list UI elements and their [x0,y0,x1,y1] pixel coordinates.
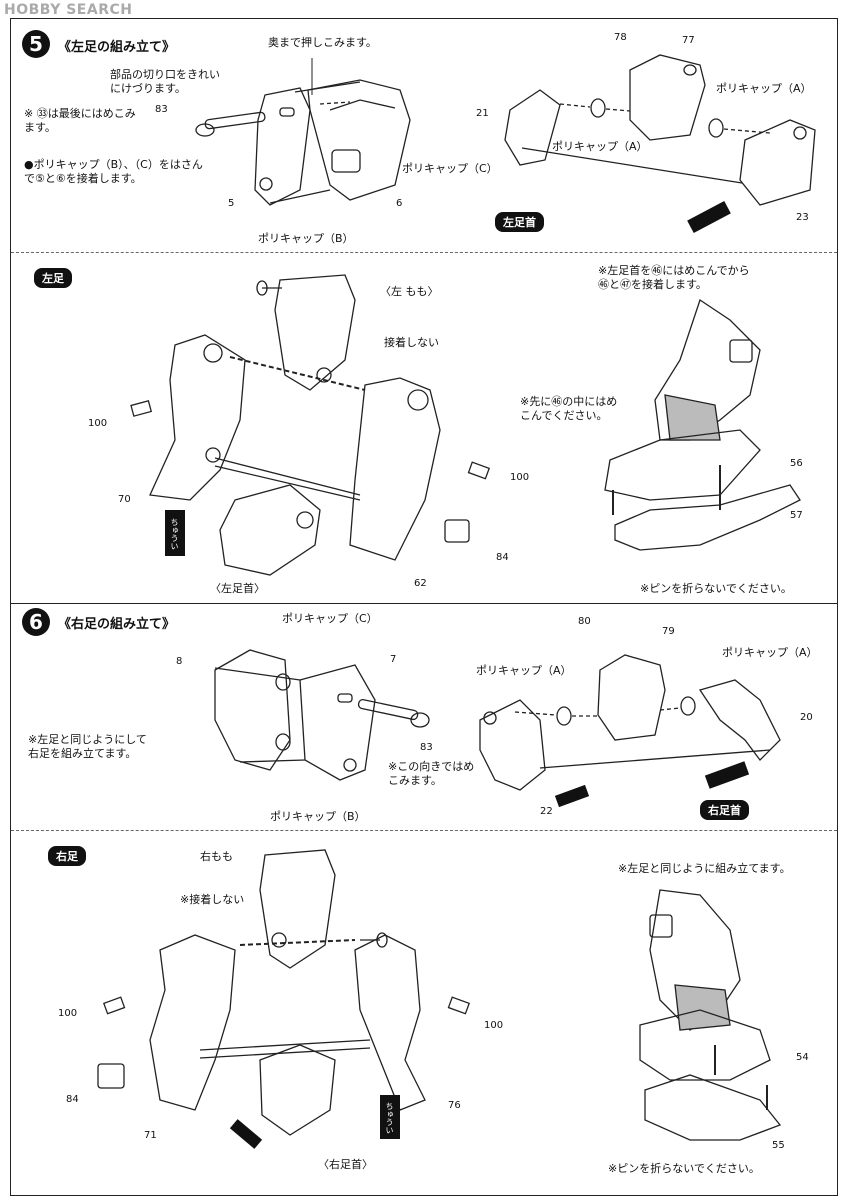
label-polycap-b: ポリキャップ（B） [270,810,366,823]
left-foot-illustration [604,298,801,551]
note-same-as-left: ※左足と同じようにして 右足を組み立てます。 [28,733,147,760]
part-number: 71 [144,1130,157,1141]
badge-right-ankle: 右足首 [700,800,749,820]
step-number: 6 [22,608,50,636]
part-number: 5 [228,198,235,209]
part-8-leg-half-illustration [214,649,291,771]
note-same-assembly: ※左足と同じように組み立てます。 [618,862,791,875]
part-number: 23 [796,212,809,223]
part-number: 79 [662,626,675,637]
part-number: 7 [390,654,397,665]
part-number: 56 [790,458,803,469]
divider-dashed [11,252,837,253]
right-thigh-illustration [259,849,388,969]
note-cut: 部品の切り口をきれい にけづります。 [110,68,220,95]
label-no-glue: 接着しない [384,336,439,349]
part-22-illustration [479,699,546,791]
part-78-77-illustration [629,54,706,141]
caution-label: ちゅうい [385,1102,394,1134]
part-number: 20 [800,712,813,723]
part-number: 22 [540,806,553,817]
part-number: 100 [484,1020,504,1031]
right-foot-illustration [639,889,782,1141]
note-insert: ※先に㊻の中にはめ こんでください。 [520,395,618,422]
part-number: 78 [614,32,627,43]
part-71-illustration [149,934,236,1111]
label-left-ankle: 〈左足首〉 [210,582,265,595]
part-number: 83 [155,104,168,115]
left-ankle-illustration [219,484,321,576]
part-number: 77 [682,35,695,46]
label-polycap-a: ポリキャップ（A） [476,664,572,677]
part-76-illustration [354,934,426,1111]
label-polycap-c: ポリキャップ（C） [282,612,378,625]
part-number: 6 [396,198,403,209]
step-number: 5 [22,30,50,58]
part-number: 8 [176,656,183,667]
part-number: 84 [496,552,509,563]
part-number: 100 [510,472,530,483]
note-polycap-bc: ●ポリキャップ（B）、（C）をはさん で⑤と⑥を接着します。 [24,158,203,185]
badge-left-ankle: 左足首 [495,212,544,232]
label-polycap-b: ポリキャップ（B） [258,232,354,245]
badge-right-leg: 右足 [48,846,86,866]
part-number: 62 [414,578,427,589]
part-number: 54 [796,1052,809,1063]
caution-label: ちゅうい [170,518,179,550]
note-pin: ※ピンを折らないでください。 [608,1162,760,1175]
label-no-glue: ※接着しない [180,893,245,906]
part-number: 55 [772,1140,785,1151]
part-number: 21 [476,108,489,119]
part-21-illustration [504,89,561,166]
divider-solid [11,603,837,604]
label-right-ankle: 〈右足首〉 [318,1158,373,1171]
part-number: 80 [578,616,591,627]
part-23-illustration [739,119,816,206]
watermark: HOBBY SEARCH [4,2,133,18]
part-83-pin-illustration [195,111,266,137]
note-pin: ※ピンを折らないでください。 [640,582,792,595]
part-number: 76 [448,1100,461,1111]
part-number: 84 [66,1094,79,1105]
part-5-leg-half-illustration [254,87,311,206]
caution-arrow-icon [165,510,185,556]
label-left-thigh: 〈左 もも〉 [380,285,439,298]
caution-arrow-icon [380,1095,400,1139]
step-title: 《右足の組み立て》 [58,617,176,632]
note-attach: ※左足首を㊻にはめこんでから ㊻と㊼を接着します。 [598,264,750,291]
note-direction: ※この向きではめ こみます。 [388,760,475,787]
note-part-83: ※ ㉝は最後にはめこみ ます。 [24,107,136,134]
right-ankle-illustration [259,1044,336,1136]
part-number: 83 [420,742,433,753]
part-number: 70 [118,494,131,505]
page-frame [10,18,838,1196]
part-number: 100 [58,1008,78,1019]
note-push: 奥まで押しこみます。 [268,36,377,49]
divider-dashed [11,830,837,831]
part-70-illustration [149,334,246,501]
part-number: 100 [88,418,108,429]
step-title: 《左足の組み立て》 [58,40,176,55]
badge-left-leg: 左足 [34,268,72,288]
part-83-right-pin-illustration [357,698,430,728]
label-polycap-a: ポリキャップ（A） [722,646,818,659]
part-7-leg-half-illustration [299,664,376,781]
part-number: 57 [790,510,803,521]
left-thigh-illustration [256,274,356,391]
part-62-illustration [349,377,441,561]
part-80-79-illustration [597,654,666,741]
label-right-thigh: 右もも [200,850,233,863]
label-polycap-a: ポリキャップ（A） [552,140,648,153]
label-polycap-c: ポリキャップ（C） [402,162,498,175]
part-6-leg-half-illustration [307,79,411,201]
part-20-illustration [698,679,781,761]
label-polycap-a: ポリキャップ（A） [716,82,812,95]
